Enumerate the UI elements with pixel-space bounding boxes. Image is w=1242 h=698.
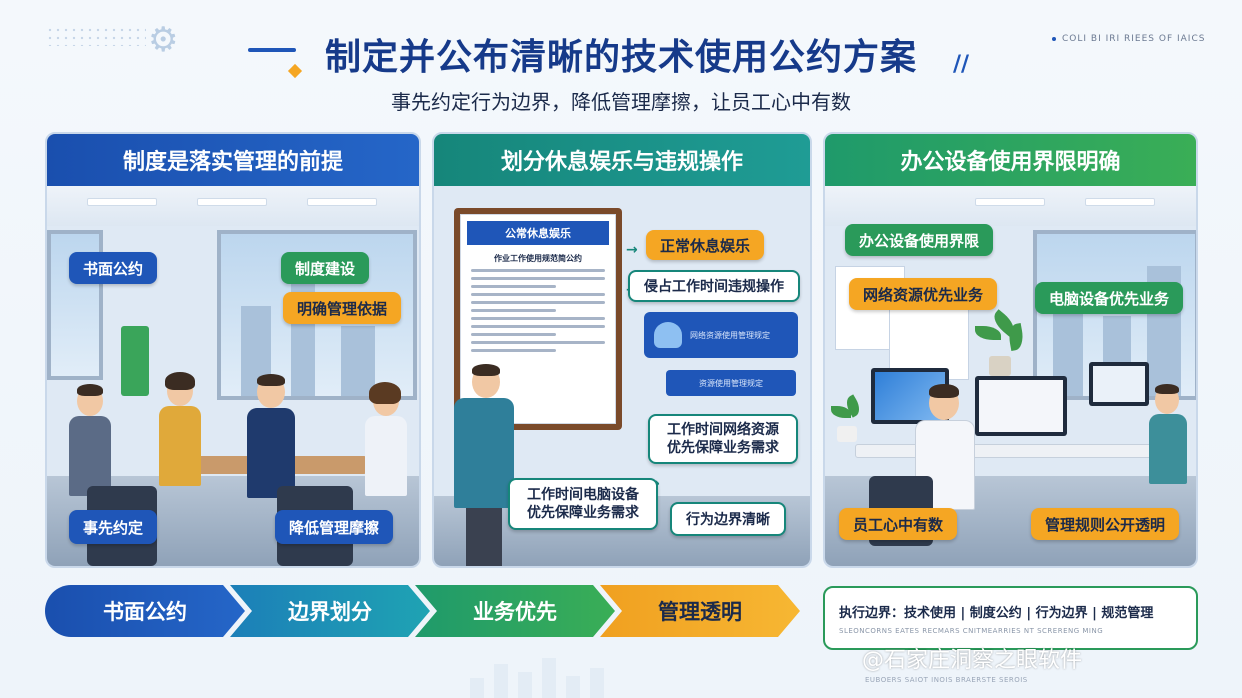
callout-clear-boundary: 行为边界清晰 — [670, 502, 786, 536]
callout-normal-rest: 正常休息娱乐 — [646, 230, 765, 260]
summary-box: 执行边界：技术使用 | 制度公约 | 行为边界 | 规范管理 SLEONCORN… — [823, 586, 1198, 650]
panel-equipment: 办公设备使用界限明确 — [823, 132, 1198, 568]
title-dash-decoration — [248, 48, 296, 52]
board-subtitle: 作业工作使用规范简公约 — [494, 254, 582, 263]
office-workstation-scene — [825, 186, 1196, 566]
corner-dot — [1052, 37, 1056, 41]
callout-rules-transparent: 管理规则公开透明 — [1031, 508, 1180, 540]
panel-title: 办公设备使用界限明确 — [825, 134, 1196, 186]
callout-equipment-boundary: 办公设备使用界限 — [845, 224, 994, 256]
policy-board: 公常休息娱乐 作业工作使用规范简公约 — [454, 208, 622, 430]
flow-step-business-priority: 业务优先 — [415, 585, 615, 637]
watermark-fine-print: EUBOERS SAIOT INOIS BRAERSTE SEROIS — [865, 676, 1028, 684]
callout-employee-aware: 员工心中有数 — [839, 508, 958, 540]
board-title: 公常休息娱乐 — [467, 221, 609, 245]
gear-icon: ⚙ — [148, 20, 179, 60]
presentation-scene: 公常休息娱乐 作业工作使用规范简公约 → → → → — [434, 186, 810, 566]
callout-computer-business: 电脑设备优先业务 — [1035, 282, 1184, 314]
panel-boundary: 划分休息娱乐与违规操作 公常休息娱乐 作业工作使用规范简公约 → → → → 网… — [432, 132, 812, 568]
dot-grid-decoration — [46, 26, 146, 46]
summary-fine-print: SLEONCORNS EATES RECMARS CNITMEARRIES NT… — [839, 627, 1104, 635]
flow-step-written-convention: 书面公约 — [45, 585, 245, 637]
callout-network-business: 网络资源优先业务 — [849, 278, 998, 310]
network-user-icon — [654, 322, 682, 348]
callout-network-priority: 工作时间网络资源优先保障业务需求 — [648, 414, 798, 464]
panel-title: 划分休息娱乐与违规操作 — [434, 134, 810, 186]
callout-system-building: 制度建设 — [281, 252, 370, 284]
panel-institution: 制度是落实管理的前提 — [45, 132, 421, 568]
callout-clear-basis: 明确管理依据 — [283, 292, 402, 324]
network-rule-text: 网络资源使用管理规定 — [690, 330, 770, 340]
title-slash-decoration: // — [953, 52, 970, 77]
callout-computer-priority: 工作时间电脑设备优先保障业务需求 — [508, 478, 658, 530]
page-title-row: 制定并公布清晰的技术使用公约方案 — [0, 28, 1242, 80]
flow-step-boundary: 边界划分 — [230, 585, 430, 637]
panel-title: 制度是落实管理的前提 — [47, 134, 419, 186]
flow-step-transparency: 管理透明 — [600, 585, 800, 637]
page-subtitle: 事先约定行为边界，降低管理摩擦，让员工心中有数 — [391, 90, 851, 114]
callout-prior-agreement: 事先约定 — [69, 510, 158, 544]
callout-violation: 侵占工作时间违规操作 — [628, 270, 800, 302]
corner-caption: COLI BI IRI RIEES OF IAICS — [1062, 34, 1206, 44]
bottom-bar-decoration — [470, 652, 830, 698]
callout-reduce-friction: 降低管理摩擦 — [275, 510, 394, 544]
summary-text: 执行边界：技术使用 | 制度公约 | 行为边界 | 规范管理 — [839, 606, 1154, 621]
callout-written-convention: 书面公约 — [69, 252, 158, 284]
resource-rule-bar: 资源使用管理规定 — [666, 370, 796, 396]
page-title: 制定并公布清晰的技术使用公约方案 — [324, 37, 917, 78]
watermark: @石家庄洞察之眼软件 — [862, 648, 1083, 673]
office-meeting-scene — [47, 186, 419, 566]
network-rule-card: 网络资源使用管理规定 — [644, 312, 798, 358]
